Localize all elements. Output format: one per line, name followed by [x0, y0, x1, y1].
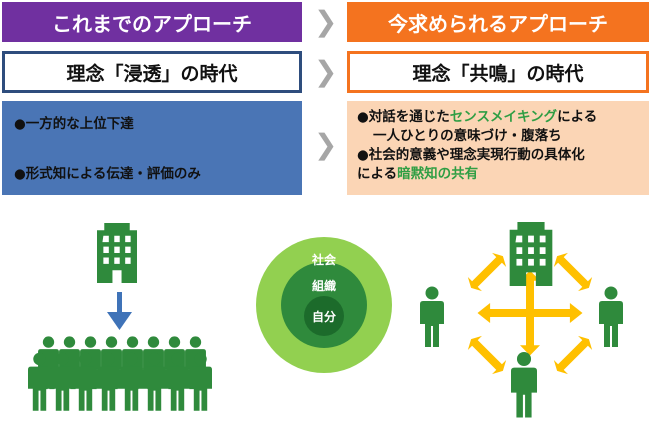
diagonal-double-arrow-icon	[550, 249, 596, 295]
point-social-significance: ●社会的意義や理念実現行動の具体化	[357, 147, 585, 163]
era-penetration-box: 理念「浸透」の時代	[2, 51, 302, 93]
organization-label: 組織	[312, 278, 336, 293]
current-points-box: ●一方的な上位下達 ●形式知による伝達・評価のみ	[2, 101, 302, 195]
required-approach-label: 今求められるアプローチ	[388, 11, 608, 36]
person-icon	[599, 286, 623, 347]
person-icon	[511, 351, 537, 418]
down-arrow-icon	[107, 292, 132, 330]
diagonal-double-arrow-icon	[464, 249, 510, 295]
chevron-right-icon: ❯	[314, 55, 338, 88]
point-tacit-knowledge: による暗黙知の共有	[357, 166, 479, 182]
society-label: 社会	[311, 252, 337, 267]
required-approach-header: 今求められるアプローチ	[347, 2, 649, 42]
point-sensemaking-cont: 一人ひとりの意味づけ・腹落ち	[373, 128, 562, 144]
self-label: 自分	[312, 309, 336, 324]
current-approach-label: これまでのアプローチ	[52, 11, 252, 36]
era-resonance-label: 理念「共鳴」の時代	[412, 62, 584, 85]
person-icon	[420, 286, 444, 347]
left-illustration	[97, 223, 137, 283]
sensemaking-highlight: センスメイキング	[449, 109, 558, 125]
point-sensemaking: ●対話を通じたセンスメイキングによる	[357, 109, 598, 125]
chevron-right-icon: ❯	[314, 5, 338, 38]
chevron-right-icon: ❯	[314, 128, 338, 161]
diagonal-double-arrow-icon	[550, 332, 596, 378]
employees-crowd	[28, 336, 212, 411]
era-resonance-box: 理念「共鳴」の時代	[347, 51, 649, 93]
diagonal-double-arrow-icon	[464, 332, 510, 378]
concentric-circles: 社会 組織 自分	[256, 237, 392, 373]
required-points-box: ●対話を通じたセンスメイキングによる 一人ひとりの意味づけ・腹落ち ●社会的意義…	[347, 101, 649, 195]
self-circle	[304, 296, 344, 336]
current-approach-header: これまでのアプローチ	[2, 2, 302, 42]
tacit-knowledge-highlight: 暗黙知の共有	[397, 166, 479, 182]
point-top-down: ●一方的な上位下達	[14, 116, 134, 132]
point-explicit-knowledge: ●形式知による伝達・評価のみ	[14, 166, 201, 182]
company-building-icon	[97, 223, 137, 283]
era-penetration-label: 理念「浸透」の時代	[66, 62, 238, 85]
right-illustration	[420, 222, 623, 418]
